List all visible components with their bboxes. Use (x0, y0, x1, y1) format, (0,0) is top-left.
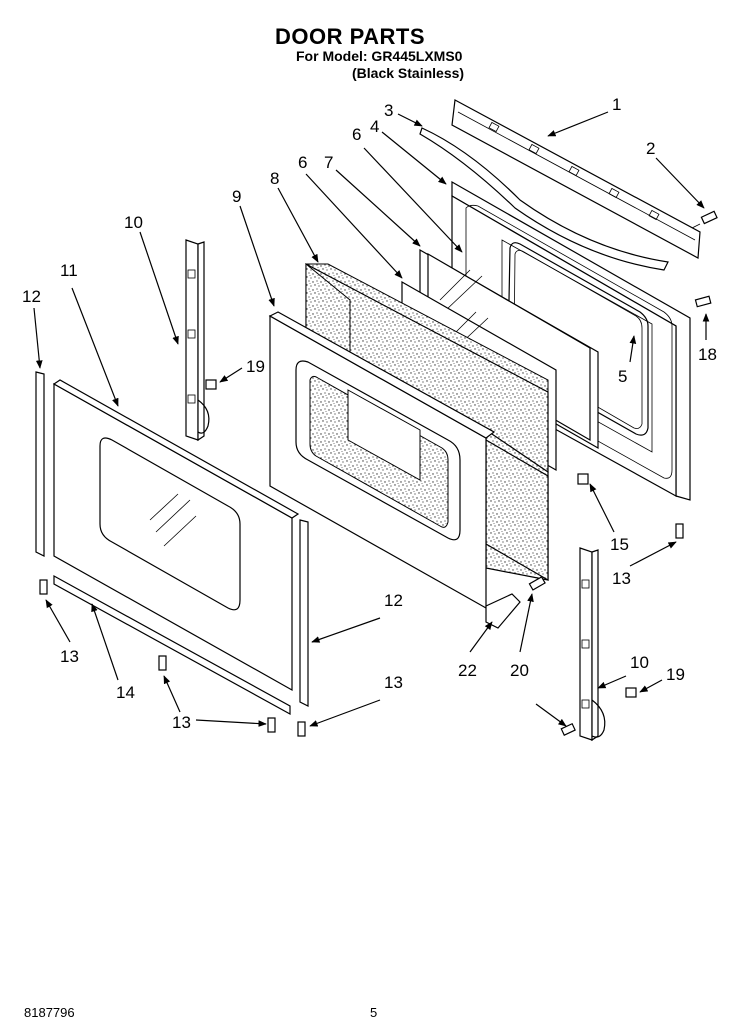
door-liner-part (268, 311, 496, 610)
callout-7: 7 (324, 153, 333, 172)
screw-part-20 (528, 576, 546, 591)
document-number: 8187796 (24, 1005, 75, 1020)
model-number: For Model: GR445LXMS0 (296, 48, 463, 64)
callout-13-right: 13 (612, 569, 631, 588)
callout-8: 8 (270, 169, 279, 188)
callout-18: 18 (698, 345, 717, 364)
callout-22: 22 (458, 661, 477, 680)
callout-19-right: 19 (666, 665, 685, 684)
callout-6-lower: 6 (298, 153, 307, 172)
door-trim-strip-part (419, 127, 669, 271)
callout-2: 2 (646, 139, 655, 158)
callout-leaders (33, 111, 710, 727)
hinge-channel-left-part (185, 239, 210, 442)
bottom-trim-part (53, 574, 291, 716)
screw-part-18 (694, 295, 712, 308)
callout-13-trim: 13 (384, 673, 403, 692)
callout-10-right: 10 (630, 653, 649, 672)
callout-20: 20 (510, 661, 529, 680)
callout-13-bottom: 13 (172, 713, 191, 732)
spacer-part-19 (205, 379, 637, 698)
hinge-channel-right-part (579, 547, 606, 742)
page-number: 5 (370, 1005, 378, 1020)
callout-12-right: 12 (384, 591, 403, 610)
outer-door-panel-part (52, 379, 300, 692)
callout-9: 9 (232, 187, 241, 206)
callout-5: 5 (618, 367, 627, 386)
callout-4: 4 (370, 117, 379, 136)
callout-19-left: 19 (246, 357, 265, 376)
vent-trim-part (451, 99, 701, 259)
hinge-bracket-part-22 (485, 593, 521, 629)
callout-13-left: 13 (60, 647, 79, 666)
screw-part-13 (39, 523, 684, 737)
callout-10-left: 10 (124, 213, 143, 232)
side-trim-right-part (299, 519, 309, 707)
callout-3: 3 (384, 101, 393, 120)
screw-part-2 (691, 210, 718, 229)
bracket-part-15 (577, 473, 589, 485)
callout-11: 11 (60, 261, 78, 280)
callout-14: 14 (116, 683, 135, 702)
callout-12-left: 12 (22, 287, 41, 306)
callout-6-upper: 6 (352, 125, 361, 144)
callout-15: 15 (610, 535, 629, 554)
model-variant: (Black Stainless) (352, 65, 465, 81)
callout-1: 1 (612, 95, 621, 114)
side-trim-left-part (35, 371, 45, 557)
page-title: DOOR PARTS (274, 24, 426, 49)
